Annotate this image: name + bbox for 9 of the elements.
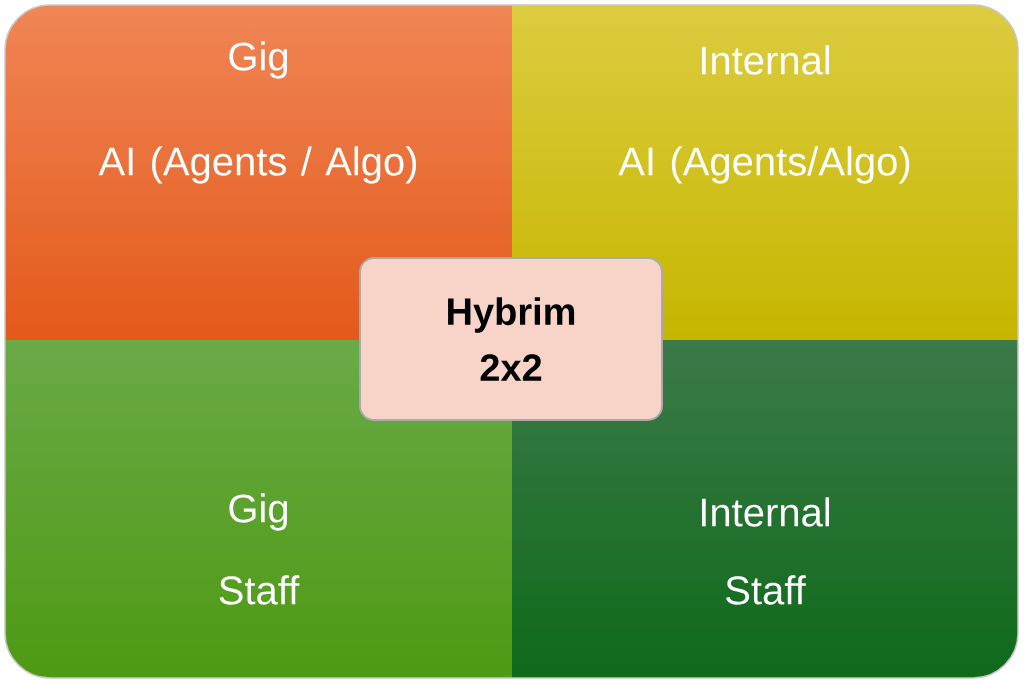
quadrant-label: Gig: [229, 41, 288, 79]
quadrant-label: AI (Agents/Algo): [618, 146, 910, 184]
quadrant-label: Gig: [229, 493, 288, 531]
quadrant-label: Internal: [702, 497, 830, 527]
quadrant-label: Staff: [219, 575, 300, 605]
quadrant-label: Staff: [726, 575, 806, 605]
quadrant-label: Internal: [702, 45, 830, 75]
quadrant-label: AI (Agents / Algo): [98, 146, 417, 184]
center-box: Hybrim 2x2: [359, 257, 663, 421]
